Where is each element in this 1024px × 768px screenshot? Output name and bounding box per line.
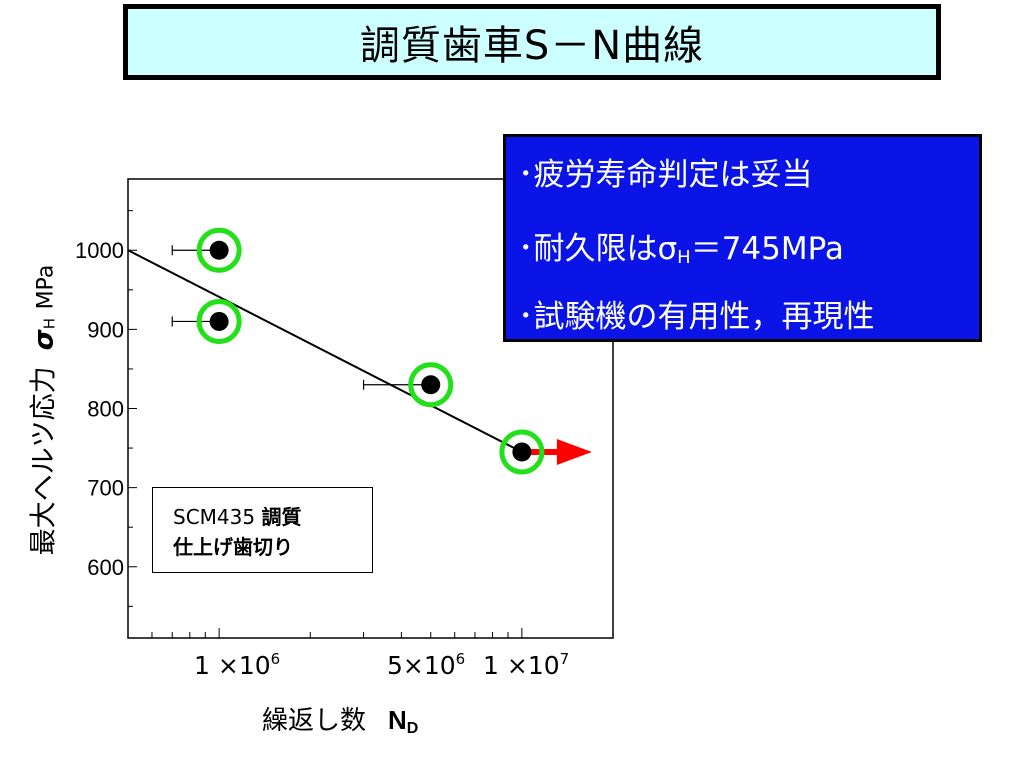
x-axis-label: 繰返し数 ND: [262, 700, 418, 738]
x-axis-symbol-n: N: [388, 705, 407, 735]
finding-2-suffix: ＝745MPa: [690, 231, 844, 267]
x-tick-label: 5×106: [387, 650, 465, 680]
point-ring: [499, 429, 545, 475]
y-tick-label: 900: [87, 317, 124, 342]
fit-line-group: [127, 249, 523, 453]
x-tick-base: 10: [423, 651, 456, 680]
x-axis-ticks: [127, 628, 614, 638]
x-tick-times: ×: [402, 651, 424, 680]
x-axis-label-text: 繰返し数: [262, 706, 367, 736]
runout-arrow-shaft: [529, 449, 560, 456]
x-axis-symbol-sub: D: [406, 720, 419, 737]
x-tick-mantissa: 5: [387, 651, 403, 680]
findings-box: ･疲労寿命判定は妥当 ･耐久限はσH＝745MPa ･試験機の有用性，再現性: [503, 134, 982, 342]
data-point: [512, 442, 532, 462]
data-point: [209, 311, 229, 331]
x-tick-mantissa: 1: [194, 651, 210, 680]
sample-material: SCM435: [173, 505, 262, 529]
x-tick-times: ×: [217, 651, 239, 680]
data-point: [421, 375, 441, 395]
x-tick-exp: 6: [455, 650, 466, 668]
sigma-symbol: σ: [657, 231, 678, 267]
sample-label-box: SCM435 調質 仕上げ歯切り: [152, 487, 373, 573]
data-point: [209, 240, 229, 260]
x-tick-mantissa: 1: [483, 651, 499, 680]
x-axis-symbol: ND: [388, 705, 419, 737]
y-tick-label: 600: [87, 555, 124, 580]
y-tick-label: 700: [87, 476, 124, 501]
point-ring: [408, 362, 454, 408]
sample-label-line2: 仕上げ歯切り: [173, 535, 293, 559]
y-tick-label: 1000: [75, 238, 124, 263]
runout-arrow-head: [556, 439, 592, 466]
y-axis-ticks: 600 700 800 900 1000: [75, 210, 137, 607]
y-axis-sigma: σ: [28, 329, 60, 351]
point-ring: [196, 227, 242, 273]
sample-label-line1: SCM435 調質: [173, 502, 372, 532]
slide-title: 調質歯車S－N曲線: [123, 4, 941, 80]
data-points: [196, 227, 592, 475]
finding-2-prefix: ･耐久限は: [518, 231, 658, 267]
y-axis-label: 最大ヘルツ応力 σH MPa: [22, 265, 61, 556]
x-tick-label: 1 ×107: [483, 650, 569, 680]
finding-2: ･耐久限はσH＝745MPa: [518, 223, 844, 268]
y-axis-unit: MPa: [33, 264, 59, 310]
sample-treatment: 調質: [261, 505, 302, 529]
x-tick-base: 10: [527, 651, 560, 680]
finding-3: ･試験機の有用性，再現性: [518, 299, 875, 335]
sigma-subscript: H: [677, 247, 691, 268]
x-tick-exp: 7: [559, 650, 570, 668]
finding-1: ･疲労寿命判定は妥当: [518, 157, 813, 193]
y-axis-label-text: 最大ヘルツ応力: [28, 366, 60, 556]
x-tick-exp: 6: [270, 650, 281, 668]
y-axis-sigma-sub: H: [40, 318, 59, 330]
x-tick-times: ×: [506, 651, 528, 680]
x-tick-base: 10: [238, 651, 271, 680]
x-tick-label: 1 ×106: [194, 650, 280, 680]
fit-line: [127, 249, 523, 453]
point-ring: [196, 298, 242, 344]
y-tick-label: 800: [87, 397, 124, 422]
